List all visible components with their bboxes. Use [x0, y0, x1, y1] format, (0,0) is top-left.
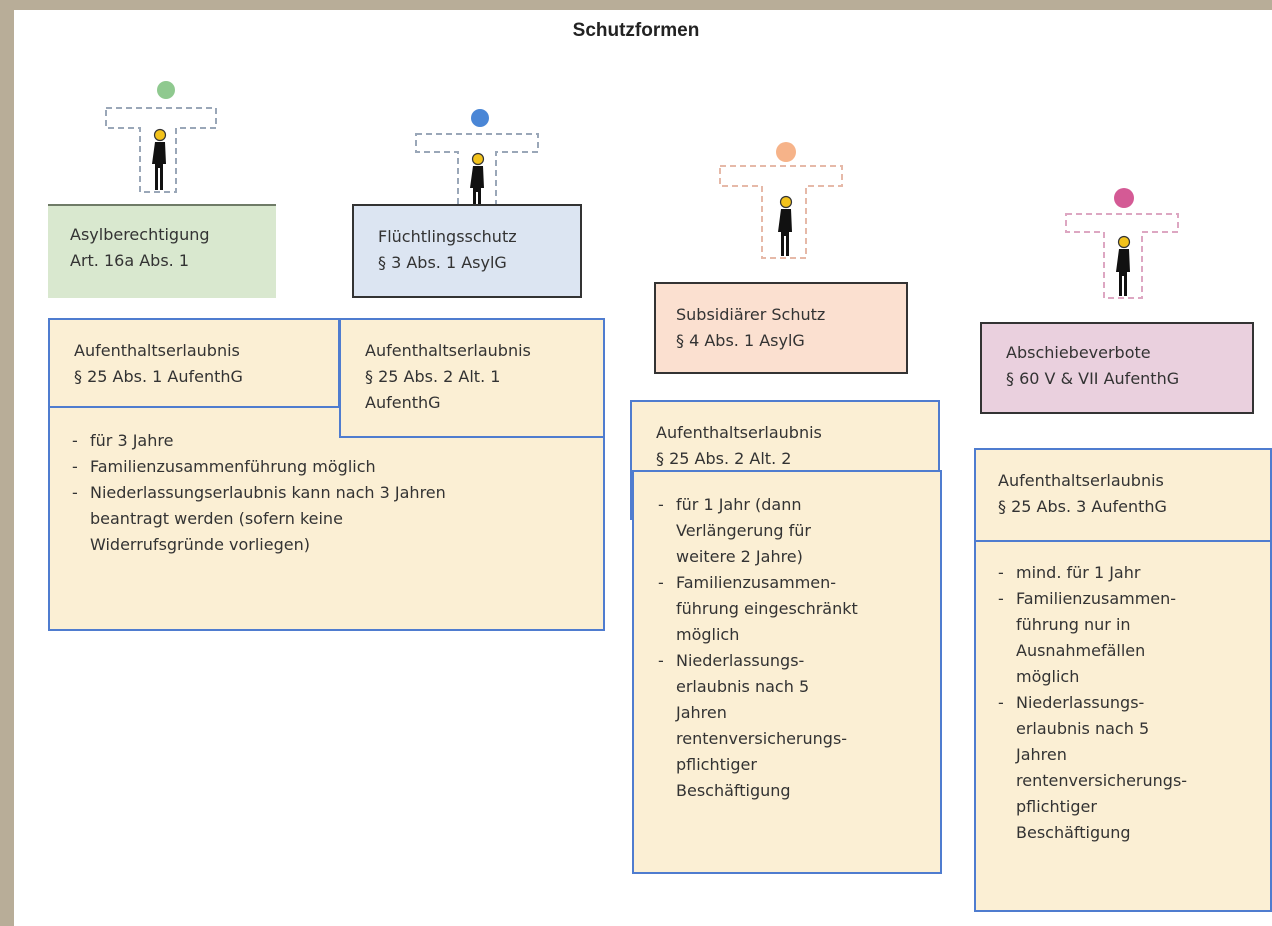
detail-item: Niederlassungs- erlaubnis nach 5 Jahren …: [998, 690, 1256, 846]
detail-item: Familienzusammen- führung nur in Ausnahm…: [998, 586, 1256, 690]
orange-dot-icon: [776, 142, 796, 162]
detail-item: für 1 Jahr (dann Verlängerung für weiter…: [658, 492, 926, 570]
person-figure-icon-pink: [1065, 188, 1179, 299]
details-box-asyl-fluechtling: für 3 Jahre Familienzusammenführung mögl…: [48, 406, 605, 631]
detail-item: Familienzusammen- führung eingeschränkt …: [658, 570, 926, 648]
details-box-subsidiaer: für 1 Jahr (dann Verlängerung für weiter…: [632, 470, 942, 874]
green-dot-icon: [157, 81, 175, 99]
pink-dot-icon: [1114, 188, 1134, 208]
detail-item: für 3 Jahre: [72, 428, 589, 454]
blue-dot-icon: [471, 109, 489, 127]
permit-box-25-3: Aufenthaltserlaubnis § 25 Abs. 3 Aufenth…: [974, 448, 1272, 542]
permit-box-25-2-alt1: Aufenthaltserlaubnis § 25 Abs. 2 Alt. 1 …: [339, 318, 605, 438]
detail-item: Familienzusammenführung möglich: [72, 454, 589, 480]
detail-item: Niederlassungs- erlaubnis nach 5 Jahren …: [658, 648, 926, 804]
person-figure-icon-blue: [415, 109, 539, 208]
status-box-subsidiaerer-schutz: Subsidiärer Schutz § 4 Abs. 1 AsylG: [654, 282, 908, 374]
status-box-abschiebeverbote: Abschiebeverbote § 60 V & VII AufenthG: [980, 322, 1254, 414]
diagram-title: Schutzformen: [572, 20, 700, 41]
status-box-fluechtlingsschutz: Flüchtlingsschutz § 3 Abs. 1 AsylG: [352, 204, 582, 298]
person-figure-icon-green: [105, 81, 217, 193]
permit-box-25-1: Aufenthaltserlaubnis § 25 Abs. 1 Aufenth…: [48, 318, 340, 408]
person-figure-icon-orange: [719, 142, 843, 259]
status-box-asylberechtigung: Asylberechtigung Art. 16a Abs. 1: [48, 204, 276, 298]
details-box-abschiebeverbote: mind. für 1 Jahr Familienzusammen- führu…: [974, 540, 1272, 912]
detail-item: mind. für 1 Jahr: [998, 560, 1256, 586]
detail-item: Niederlassungserlaubnis kann nach 3 Jahr…: [72, 480, 589, 558]
